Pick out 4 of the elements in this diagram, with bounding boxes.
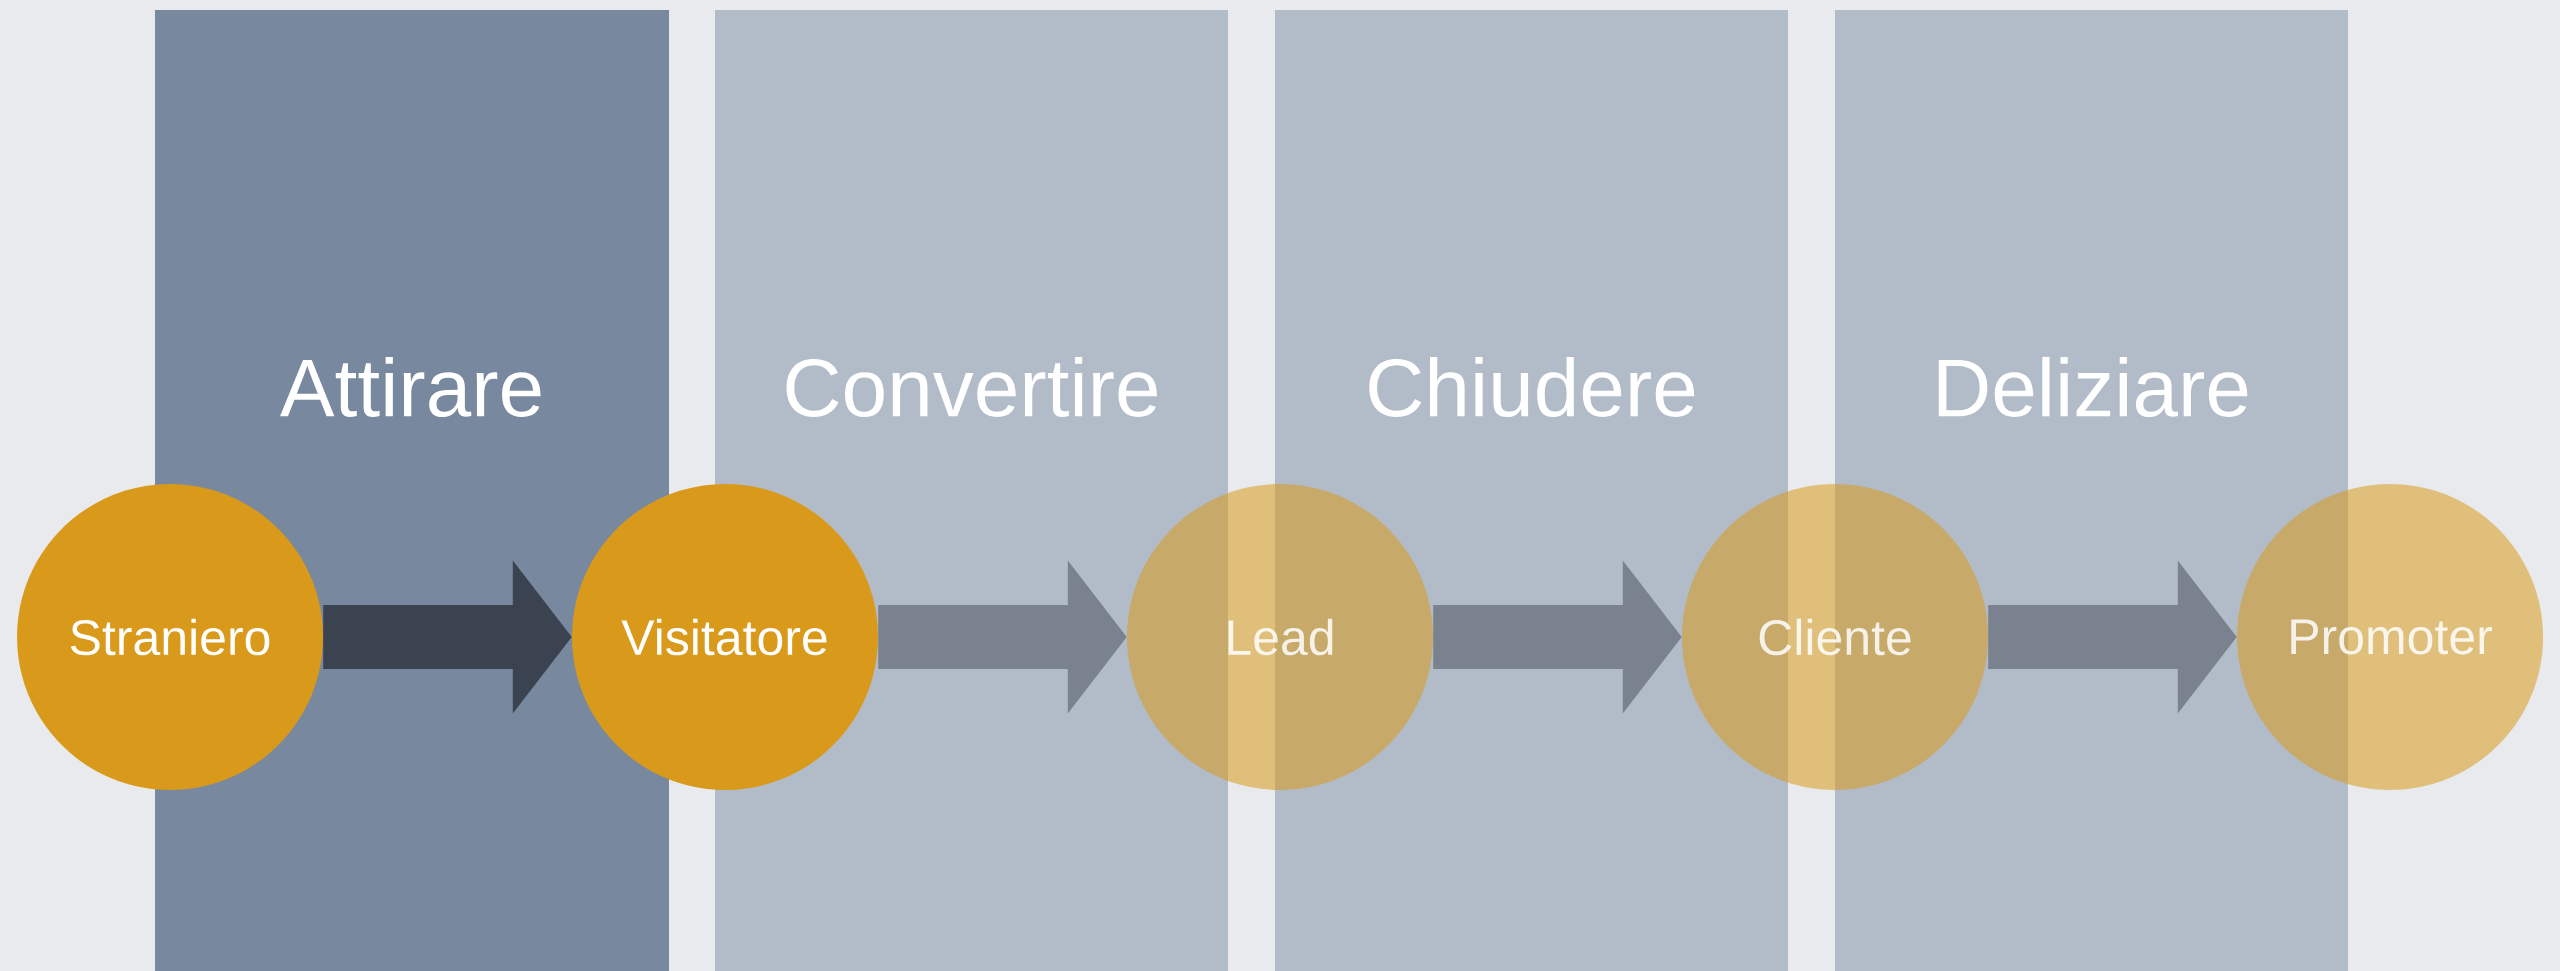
column-heading: Chiudere bbox=[1369, 356, 1695, 418]
column-heading: Deliziare bbox=[1938, 356, 2248, 418]
column-heading: Attirare bbox=[280, 356, 541, 418]
column-heading: Convertire bbox=[786, 356, 1157, 418]
